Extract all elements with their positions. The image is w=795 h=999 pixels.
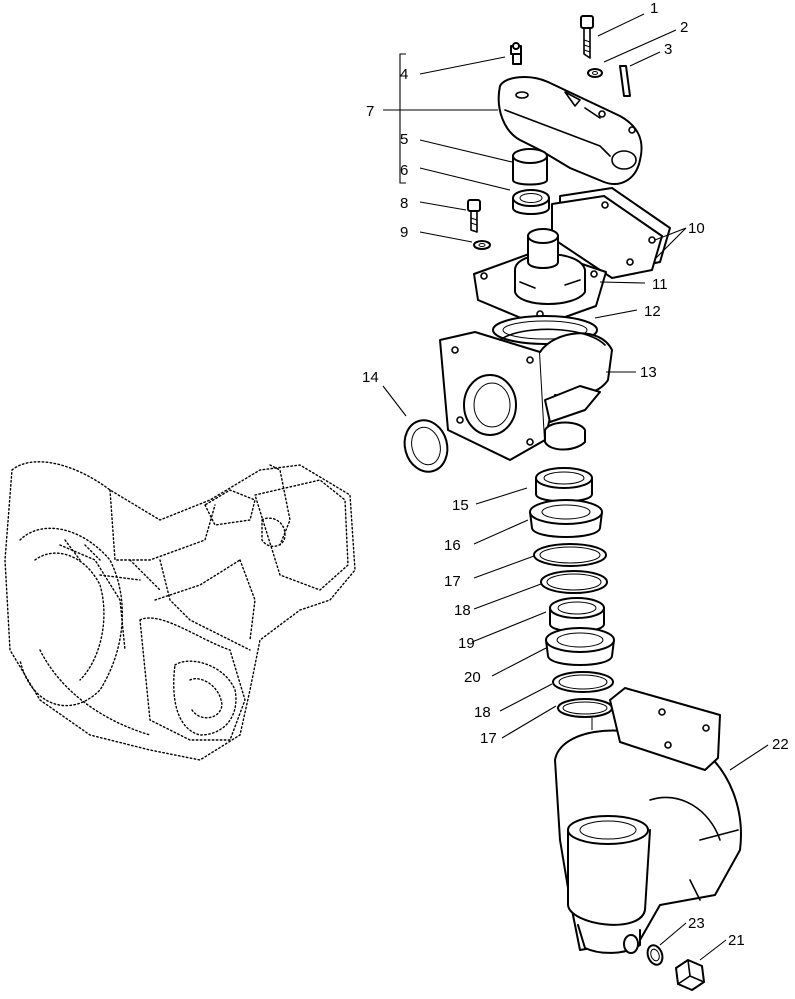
part-4-grease-fitting — [510, 42, 522, 65]
part-23-o-ring — [646, 944, 664, 966]
callout-11: 11 — [652, 276, 668, 293]
callout-2: 2 — [680, 19, 688, 36]
callout-9: 9 — [400, 224, 408, 241]
part-17-ring-upper — [533, 543, 607, 567]
callout-7: 7 — [366, 103, 374, 120]
part-17-ring-lower — [557, 698, 613, 718]
part-18-ring-lower — [552, 671, 614, 693]
part-11-kingpin-cap — [473, 228, 607, 327]
part-7-steering-arm — [497, 76, 643, 185]
callout-labels: 1 2 3 4 7 5 6 8 9 10 11 12 13 14 15 16 1… — [362, 0, 789, 949]
part-8-bolt — [467, 199, 481, 233]
part-16-bearing-cone — [529, 499, 603, 538]
part-15-bearing-cup — [535, 467, 593, 503]
callout-18b: 18 — [474, 704, 491, 721]
part-2-washer — [587, 68, 603, 78]
callout-1: 1 — [650, 0, 658, 17]
part-21-drain-plug — [675, 959, 705, 991]
callout-14: 14 — [362, 369, 379, 386]
callout-23: 23 — [688, 915, 705, 932]
callout-19: 19 — [458, 635, 475, 652]
part-3-pin — [619, 65, 631, 97]
part-18-ring-upper — [540, 570, 608, 594]
part-9-washer — [473, 240, 491, 250]
part-5-bushing — [512, 148, 548, 186]
group-bracket — [399, 53, 406, 184]
callout-22: 22 — [772, 736, 789, 753]
part-1-bolt — [580, 15, 594, 59]
part-22-steering-knuckle — [554, 687, 742, 954]
callout-10: 10 — [688, 220, 705, 237]
part-13-knuckle-housing — [439, 328, 613, 461]
callout-18: 18 — [454, 602, 471, 619]
part-20-bearing-cone-lower — [545, 627, 615, 666]
callout-21: 21 — [728, 932, 745, 949]
callout-13: 13 — [640, 364, 657, 381]
leader-lines — [382, 13, 769, 961]
callout-12: 12 — [644, 303, 661, 320]
callout-20: 20 — [464, 669, 481, 686]
axle-housing-outline — [4, 461, 356, 761]
part-19-bearing-cup-lower — [549, 597, 605, 633]
callout-17b: 17 — [480, 730, 497, 747]
callout-16: 16 — [444, 537, 461, 554]
callout-8: 8 — [400, 195, 408, 212]
part-6-seal — [512, 189, 550, 215]
callout-3: 3 — [664, 41, 672, 58]
callout-4: 4 — [400, 66, 408, 83]
callout-6: 6 — [400, 162, 408, 179]
part-10-shim-plates — [551, 187, 671, 279]
callout-17: 17 — [444, 573, 461, 590]
callout-15: 15 — [452, 497, 469, 514]
part-14-o-ring — [403, 419, 449, 473]
callout-5: 5 — [400, 131, 408, 148]
